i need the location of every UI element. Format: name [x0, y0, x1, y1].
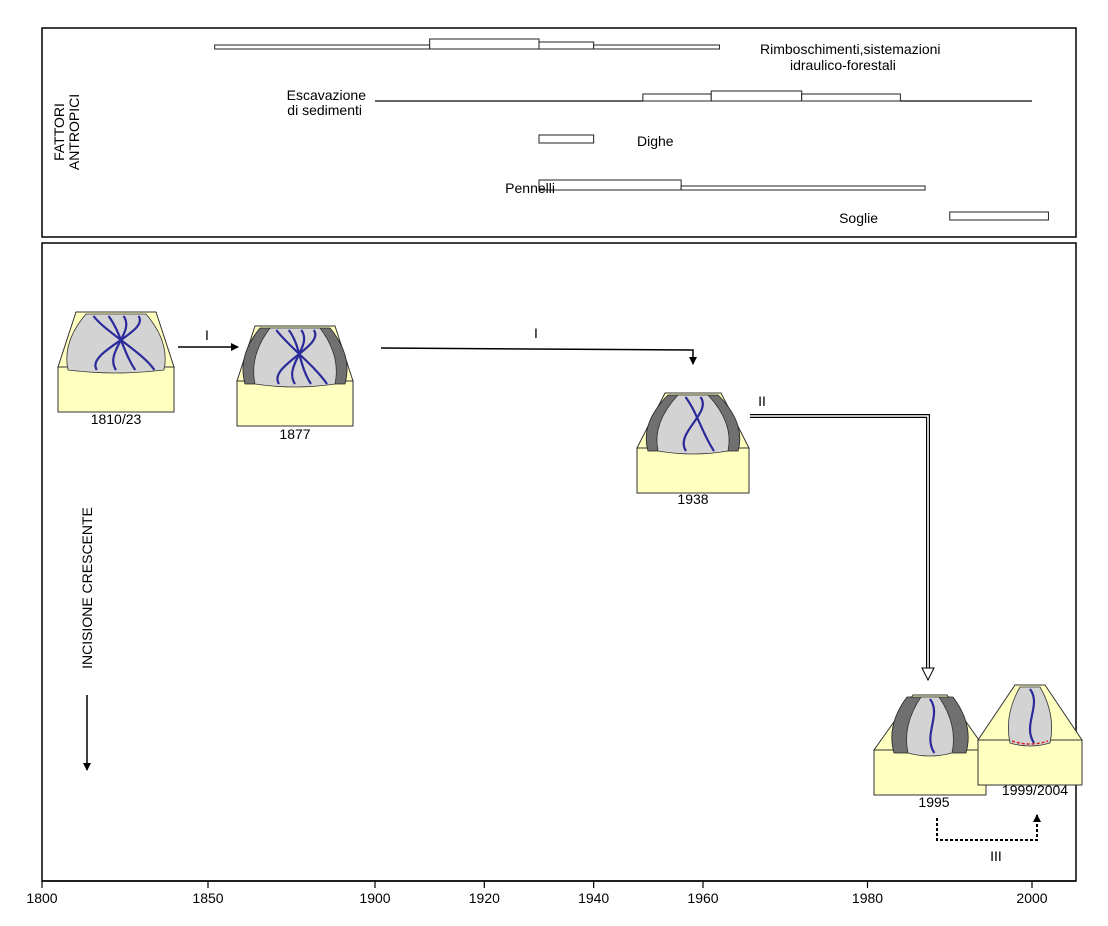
factor-bar-weirs	[949, 211, 1049, 221]
block-water-thread	[276, 329, 317, 385]
phase-label-1b: I	[534, 325, 538, 341]
block-water-thread	[112, 315, 128, 371]
stage-label-1877: 1877	[279, 426, 310, 442]
block-1877	[236, 325, 354, 427]
block-water-thread	[929, 698, 936, 754]
stage-label-1995: 1995	[918, 794, 949, 810]
time-axis-ticks: 1800 1850 1900 1920 1940 1960 1980 2000	[26, 881, 1048, 906]
block-water-thread	[684, 396, 715, 452]
axis-tick-label: 2000	[1016, 890, 1047, 906]
stage-label-1810: 1810/23	[91, 411, 142, 427]
block-1999	[977, 684, 1083, 786]
factor-groynes-label: Pennelli	[505, 180, 555, 196]
block-1995	[873, 694, 987, 796]
incision-label: INCISIONE CRESCENTE	[79, 507, 95, 669]
factors-label-line2: ANTROPICI	[66, 94, 82, 170]
factor-segment	[949, 211, 1049, 221]
factor-bar-groynes	[538, 179, 926, 191]
block-front-face	[636, 447, 750, 494]
block-water-thread	[94, 315, 142, 371]
axis-tick-label: 1960	[687, 890, 718, 906]
factor-segment	[538, 179, 682, 191]
phase-label-3: III	[990, 848, 1002, 864]
factor-weirs-label: Soglie	[839, 210, 878, 226]
phase-label-2: II	[758, 393, 766, 409]
river-stage-blocks	[57, 311, 1083, 796]
factor-bar-dams	[538, 134, 595, 144]
phase-arrow-2	[750, 414, 935, 682]
block-water-thread	[107, 315, 137, 371]
axis-tick-label: 1850	[192, 890, 223, 906]
factors-panel	[41, 27, 1077, 238]
factor-bar-excavation	[375, 90, 1032, 102]
factor-segment	[593, 44, 720, 50]
block-1938	[636, 392, 750, 494]
factors-vertical-label: FATTORI ANTROPICI	[51, 94, 82, 170]
phase-label-1a: I	[205, 327, 209, 343]
block-1810	[57, 311, 175, 413]
block-front-face	[977, 739, 1083, 786]
axis-tick-label: 1900	[359, 890, 390, 906]
factor-reforestation-label-2: idraulico-forestali	[790, 57, 896, 73]
stage-label-1999: 1999/2004	[1002, 782, 1068, 798]
factor-bar-reforestation	[214, 38, 720, 50]
factor-segment	[538, 41, 595, 50]
factor-segment	[429, 38, 540, 50]
factors-label-line1: FATTORI	[51, 103, 67, 161]
block-water-thread	[682, 396, 704, 452]
factor-segment	[538, 134, 595, 144]
factor-segment	[801, 93, 901, 102]
axis-tick-label: 1920	[469, 890, 500, 906]
block-water-thread	[92, 315, 156, 371]
factor-excavation-label-1: Escavazione	[287, 87, 367, 103]
factor-segment	[710, 90, 803, 102]
phase-arrow-3	[936, 814, 1041, 841]
factor-dams-label: Dighe	[637, 133, 674, 149]
phase-arrow-1b	[380, 347, 697, 365]
factor-segment	[680, 185, 926, 191]
axis-tick-label: 1800	[26, 890, 57, 906]
stage-label-1938: 1938	[677, 491, 708, 507]
block-water-thread	[287, 329, 312, 385]
axis-tick-label: 1940	[578, 890, 609, 906]
factor-segment	[214, 44, 431, 50]
factor-segment	[642, 93, 712, 102]
block-active-channel	[1007, 686, 1053, 747]
block-front-face	[873, 749, 987, 796]
factor-bars	[214, 38, 1049, 221]
block-front-face	[57, 366, 175, 413]
block-water-thread	[275, 329, 328, 385]
block-front-face	[236, 380, 354, 427]
factor-excavation-label-2: di sedimenti	[287, 102, 362, 118]
factor-reforestation-label-1: Rimboschimenti,sistemazioni	[760, 41, 941, 57]
axis-tick-label: 1980	[852, 890, 883, 906]
block-active-channel	[906, 696, 954, 757]
block-water-thread	[1028, 688, 1036, 744]
